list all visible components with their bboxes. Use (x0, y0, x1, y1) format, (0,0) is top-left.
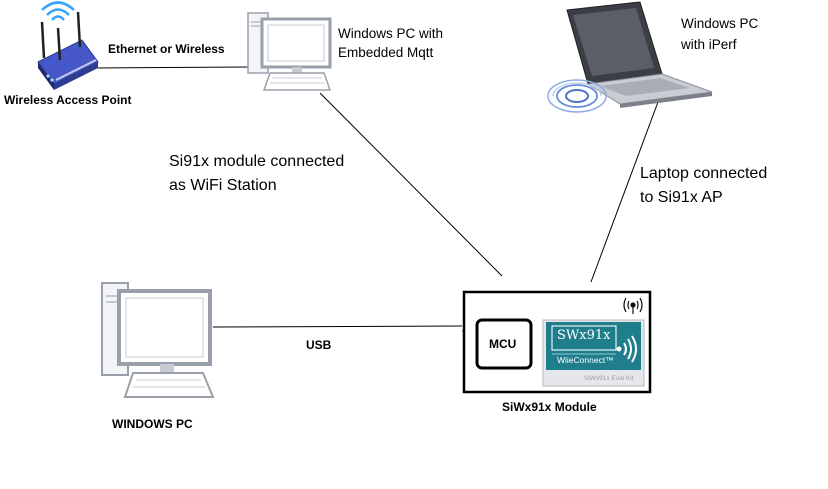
usb-line (212, 325, 463, 328)
laptop-label-line2: with iPerf (681, 37, 737, 52)
laptop-label-line1: Windows PC (681, 16, 759, 31)
pc-mqtt-label-line2: Embedded Mqtt (338, 45, 434, 60)
desktop-pc-icon (101, 282, 215, 398)
wifi-signal-icon (623, 297, 643, 314)
ethernet-line (97, 66, 249, 69)
mcu-label: MCU (489, 337, 517, 351)
laptop-connected-label-line1: Laptop connected (640, 165, 768, 182)
wireless-access-point-label: Wireless Access Point (4, 93, 132, 107)
station-label-line1: Si91x module connected (169, 153, 345, 170)
chip-caption: SiWx91x Eval Kit (584, 375, 634, 382)
pc-mqtt-label-line1: Windows PC with (338, 26, 444, 41)
windows-pc-label: WINDOWS PC (112, 417, 193, 431)
siwx91x-module (462, 290, 652, 394)
desktop-pc-icon (247, 12, 332, 91)
chip-title: SWx91x (557, 328, 611, 343)
ethernet-or-wireless-label: Ethernet or Wireless (108, 42, 225, 56)
laptop-icon (547, 1, 713, 113)
chip-subtitle: WiieConnect™ (557, 355, 614, 365)
wifi-signal-icon (616, 335, 637, 363)
connection-lines (97, 66, 659, 332)
wireless-router-icon (37, 1, 99, 90)
module-label: SiWx91x Module (502, 400, 597, 414)
laptop-connected-label-line2: to Si91x AP (640, 189, 723, 206)
station-line (319, 92, 503, 277)
station-label-line2: as WiFi Station (169, 177, 277, 194)
usb-label: USB (306, 338, 332, 352)
mcu-block (475, 318, 533, 370)
ap-line (590, 101, 659, 283)
